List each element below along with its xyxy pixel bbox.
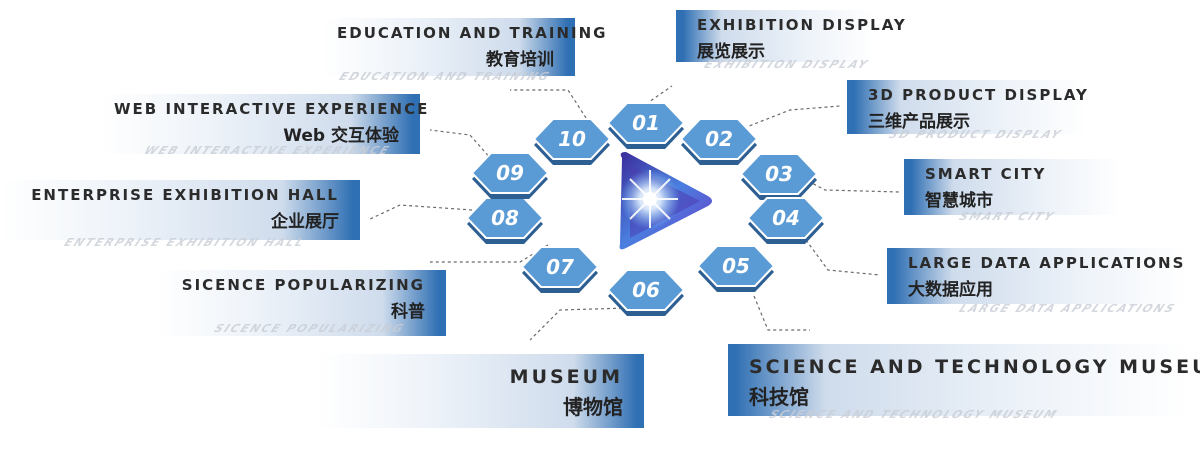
hex-face [679, 118, 759, 160]
hex-number-label: 03 [765, 162, 793, 186]
hex-node-01: 01 [606, 102, 686, 149]
item-label-reflection: SMART CITY [956, 210, 1058, 223]
item-chinese-label: 教育培训 [486, 50, 554, 70]
connector-line-10 [510, 89, 587, 119]
item-english-label: LARGE DATA APPLICATIONS [908, 254, 1186, 272]
hex-number-label: 05 [722, 254, 750, 278]
item-chinese-label: 大数据应用 [908, 280, 993, 300]
item-chinese-label: 三维产品展示 [868, 112, 970, 132]
hex-face [746, 197, 826, 239]
item-label-reflection: 3D PRODUCT DISPLAY [886, 128, 1065, 141]
hex-node-08: 08 [465, 197, 545, 244]
item-english-label: SCIENCE AND TECHNOLOGY MUSEUM [749, 356, 1200, 378]
hex-node-06: 06 [606, 269, 686, 316]
item-card-05: SCIENCE AND TECHNOLOGY MUSEUM 科技馆 [728, 344, 1200, 416]
item-label-reflection: SICENCE POPULARIZING [211, 322, 408, 335]
item-chinese-label: 展览展示 [697, 42, 765, 62]
item-card-06: MUSEUM 博物馆 [318, 354, 644, 428]
item-card-02: 3D PRODUCT DISPLAY 三维产品展示 [847, 80, 1087, 134]
item-label-reflection: ENTERPRISE EXHIBITION HALL [61, 236, 308, 249]
item-english-label: EXHIBITION DISPLAY [697, 16, 907, 34]
hex-face [532, 118, 612, 160]
hex-face [606, 269, 686, 311]
hex-node-05: 05 [696, 245, 776, 292]
hex-node-07: 07 [520, 246, 600, 293]
hex-number-label: 08 [491, 206, 519, 230]
item-english-label: SMART CITY [925, 165, 1047, 183]
hex-face [465, 197, 545, 239]
item-english-label: ENTERPRISE EXHIBITION HALL [31, 186, 339, 204]
hex-face [606, 102, 686, 144]
hex-node-10: 10 [532, 118, 612, 165]
item-english-label: WEB INTERACTIVE EXPERIENCE [114, 100, 430, 118]
item-chinese-label: 科技馆 [749, 385, 809, 409]
connector-line-01 [645, 85, 673, 105]
play-star-logo-icon [619, 152, 712, 250]
connector-line-02 [743, 105, 841, 129]
hex-number-label: 01 [632, 111, 660, 135]
hex-number-label: 06 [632, 278, 660, 302]
hex-face [739, 153, 819, 195]
item-chinese-label: 智慧城市 [925, 191, 993, 211]
hex-node-09: 09 [470, 152, 550, 199]
item-english-label: SICENCE POPULARIZING [181, 276, 425, 294]
connector-line-09 [429, 129, 493, 161]
item-card-04: LARGE DATA APPLICATIONS 大数据应用 [887, 248, 1187, 304]
item-label-reflection: EDUCATION AND TRAINING [336, 70, 553, 83]
hex-node-03: 03 [739, 153, 819, 200]
connector-line-05 [753, 295, 810, 331]
hex-face [520, 246, 600, 288]
hex-face [470, 152, 550, 194]
item-card-01: EXHIBITION DISPLAY 展览展示 [676, 10, 907, 62]
connector-line-07 [430, 244, 549, 263]
hex-face [696, 245, 776, 287]
hex-number-label: 10 [558, 127, 586, 151]
connector-line-06 [529, 307, 629, 341]
item-english-label: MUSEUM [509, 366, 623, 388]
hex-number-label: 02 [705, 127, 733, 151]
item-chinese-label: 科普 [391, 302, 425, 322]
connector-line-04 [805, 239, 881, 276]
hex-node-02: 02 [679, 118, 759, 165]
hex-number-label: 09 [496, 161, 524, 185]
item-label-reflection: SCIENCE AND TECHNOLOGY MUSEUM [766, 408, 1061, 421]
hex-node-04: 04 [746, 197, 826, 244]
hex-number-label: 07 [546, 255, 574, 279]
item-chinese-label: Web 交互体验 [283, 126, 399, 146]
hex-number-label: 04 [772, 206, 800, 230]
item-english-label: EDUCATION AND TRAINING [337, 24, 608, 42]
item-label-reflection: WEB INTERACTIVE EXPERIENCE [141, 144, 393, 157]
connector-line-08 [367, 204, 473, 221]
connector-line-03 [807, 180, 901, 193]
item-english-label: 3D PRODUCT DISPLAY [868, 86, 1089, 104]
item-chinese-label: 博物馆 [563, 395, 623, 419]
item-card-03: SMART CITY 智慧城市 [904, 159, 1124, 215]
item-card-10: EDUCATION AND TRAINING 教育培训 [323, 18, 608, 76]
item-label-reflection: EXHIBITION DISPLAY [701, 58, 872, 71]
item-label-reflection: LARGE DATA APPLICATIONS [956, 302, 1179, 315]
item-card-08: ENTERPRISE EXHIBITION HALL 企业展厅 [0, 180, 360, 240]
item-chinese-label: 企业展厅 [271, 212, 339, 232]
